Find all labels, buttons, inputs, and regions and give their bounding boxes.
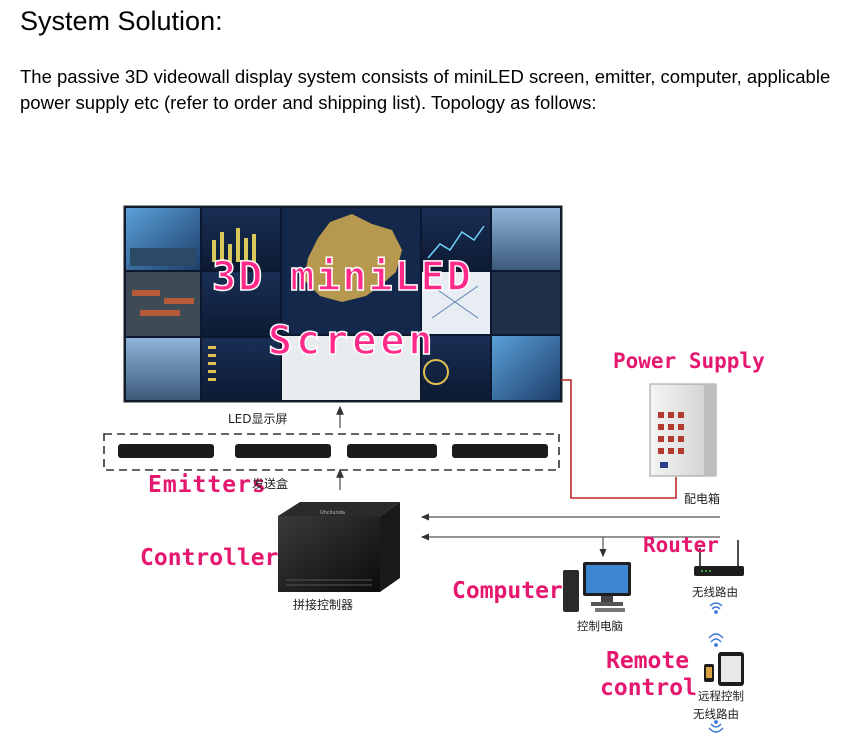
emitter-box-2 bbox=[235, 444, 331, 458]
wifi-icon bbox=[709, 602, 723, 614]
page-title: System Solution: bbox=[20, 6, 223, 36]
emitter-box-1 bbox=[118, 444, 214, 458]
router-label: Router bbox=[643, 533, 719, 557]
emitters-group bbox=[103, 433, 560, 471]
computer-cn-caption: 控制电脑 bbox=[577, 619, 623, 633]
wall-tile-street-map bbox=[282, 336, 420, 400]
wall-tile-line-chart bbox=[422, 208, 490, 270]
controller-label: Controller bbox=[140, 545, 278, 571]
controller-brand: Uhcilunda bbox=[320, 510, 345, 516]
wall-tile-cranes-photo bbox=[492, 272, 560, 334]
power-supply-label: Power Supply bbox=[613, 349, 765, 373]
wall-tile-city-photo bbox=[492, 336, 560, 400]
remote-label-line1: Remote bbox=[606, 648, 689, 674]
screen-cn-caption: LED显示屏 bbox=[228, 412, 288, 426]
screen-label-line2: Screen bbox=[268, 318, 437, 364]
controller-unit: Uhcilunda bbox=[278, 502, 400, 592]
intro-paragraph: The passive 3D videowall display system … bbox=[20, 66, 831, 113]
computer-label: Computer bbox=[452, 578, 563, 604]
wifi-icon-bottom bbox=[708, 720, 724, 733]
wall-tile-ship-photo bbox=[126, 338, 200, 400]
router-cn-caption: 无线路由 bbox=[692, 585, 738, 599]
power-line bbox=[561, 379, 677, 499]
remote-cn-caption-line1: 远程控制 bbox=[698, 689, 744, 703]
screen-label-line1: 3D miniLED bbox=[212, 254, 473, 300]
router-device bbox=[694, 540, 744, 576]
emitter-box-3 bbox=[347, 444, 437, 458]
wall-tile-dashboard bbox=[202, 272, 280, 336]
power-supply-cn-caption: 配电箱 bbox=[684, 491, 720, 506]
remote-cn-caption-line2: 无线路由 bbox=[693, 707, 739, 721]
controller-cn-caption: 拼接控制器 bbox=[293, 597, 353, 612]
emitters-cn-caption: 发送盒 bbox=[252, 476, 288, 491]
wall-tile-gauge bbox=[422, 336, 490, 400]
remote-devices bbox=[704, 652, 744, 686]
wifi-icon-remote bbox=[708, 633, 724, 647]
remote-label-line2: control bbox=[600, 675, 697, 701]
wall-tile-harbor-photo bbox=[492, 208, 560, 270]
led-video-wall bbox=[123, 205, 563, 403]
emitter-box-4 bbox=[452, 444, 548, 458]
emitters-label: Emitters bbox=[148, 472, 267, 498]
power-supply-cabinet bbox=[649, 383, 717, 477]
computer-device bbox=[563, 562, 631, 612]
